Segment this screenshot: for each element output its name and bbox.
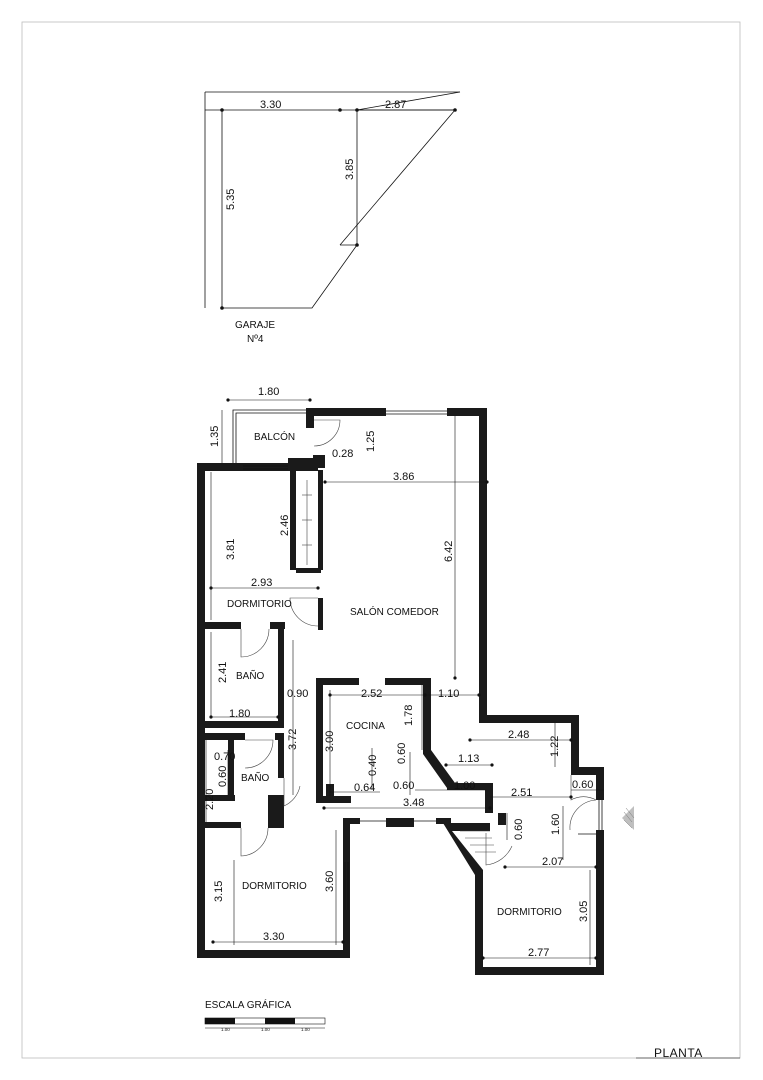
dim-0-90: 0.90 [287,688,308,700]
dim-0-60-kitchen: 0.60 [396,743,408,764]
scale-bar: ESCALA GRÁFICA 1.00 1.00 1.00 [204,998,326,1032]
dim-2-20: 2.20 [204,789,216,810]
dim-2-51: 2.51 [511,787,532,799]
dim-2-48: 2.48 [508,729,529,741]
dim-1-10: 1.10 [438,688,459,700]
dim-3-48: 3.48 [403,797,424,809]
garage-dim-left: 5.35 [225,189,237,210]
dimension-dots [209,398,598,960]
balcony-rail [232,409,306,463]
dim-1-60: 1.60 [550,814,562,835]
scale-tick-2: 1.00 [261,1027,270,1032]
scale-tick-1: 1.00 [221,1027,230,1032]
room-label-bedroom-3: DORMITORIO [497,907,562,918]
dim-6-42: 6.42 [443,541,455,562]
garage-number: Nº4 [247,334,264,345]
dim-2-46: 2.46 [279,515,291,536]
dim-1-13: 1.13 [458,753,479,765]
garage-dim-top-left: 3.30 [260,99,281,111]
garage-label: GARAJE [235,320,275,331]
dim-1-78: 1.78 [403,705,415,726]
room-label-bath-2: BAÑO [241,771,270,784]
room-label-bedroom-2: DORMITORIO [242,881,307,892]
dim-2-77: 2.77 [528,947,549,959]
dim-2-52: 2.52 [361,688,382,700]
dim-1-80-bath: 1.80 [229,708,250,720]
dim-1-22: 1.22 [549,736,561,757]
sheet-frame [21,21,741,1059]
dim-3-86: 3.86 [393,471,414,483]
dim-1-25: 1.25 [365,431,377,452]
room-label-bedroom-1: DORMITORIO [227,599,292,610]
walls [197,408,604,975]
room-label-kitchen: COCINA [346,721,385,732]
dim-3-15: 3.15 [213,881,225,902]
dim-0-60-a: 0.60 [393,780,414,792]
orientation-marker-icon [622,806,635,830]
dim-0-40: 0.40 [367,755,379,776]
dim-0-64: 0.64 [354,782,375,794]
dim-2-93: 2.93 [251,577,272,589]
dim-3-30: 3.30 [263,931,284,943]
windows [243,410,603,910]
room-label-bath-1: BAÑO [236,669,265,682]
doors [240,419,597,866]
dim-3-05: 3.05 [578,901,590,922]
dim-0-28: 0.28 [332,448,353,460]
dim-1-00: 1.00 [454,780,475,792]
dim-2-07: 2.07 [542,856,563,868]
dim-0-60-d: 0.60 [513,819,525,840]
garage: 3.30 2.87 5.35 3.85 GARAJE Nº4 [204,91,461,345]
room-label-living: SALÓN COMEDOR [350,605,439,618]
room-label-balcony: BALCÓN [254,430,295,443]
garage-dim-top-right: 2.87 [385,99,406,111]
dim-0-60-c: 0.60 [572,779,593,791]
dim-1-35: 1.35 [209,426,221,447]
dim-0-60-bath: 0.60 [217,766,229,787]
dimension-lines [205,399,604,965]
scale-title: ESCALA GRÁFICA [205,998,291,1011]
garage-dim-inner: 3.85 [344,159,356,180]
dim-3-00: 3.00 [324,731,336,752]
dim-3-60: 3.60 [324,871,336,892]
dim-1-80-top: 1.80 [258,386,279,398]
dim-0-70: 0.70 [214,751,235,763]
sheet-title: PLANTA [654,1046,703,1060]
dim-3-81: 3.81 [225,539,237,560]
dim-2-41: 2.41 [217,662,229,683]
dim-3-72: 3.72 [287,729,299,750]
scale-tick-3: 1.00 [301,1027,310,1032]
